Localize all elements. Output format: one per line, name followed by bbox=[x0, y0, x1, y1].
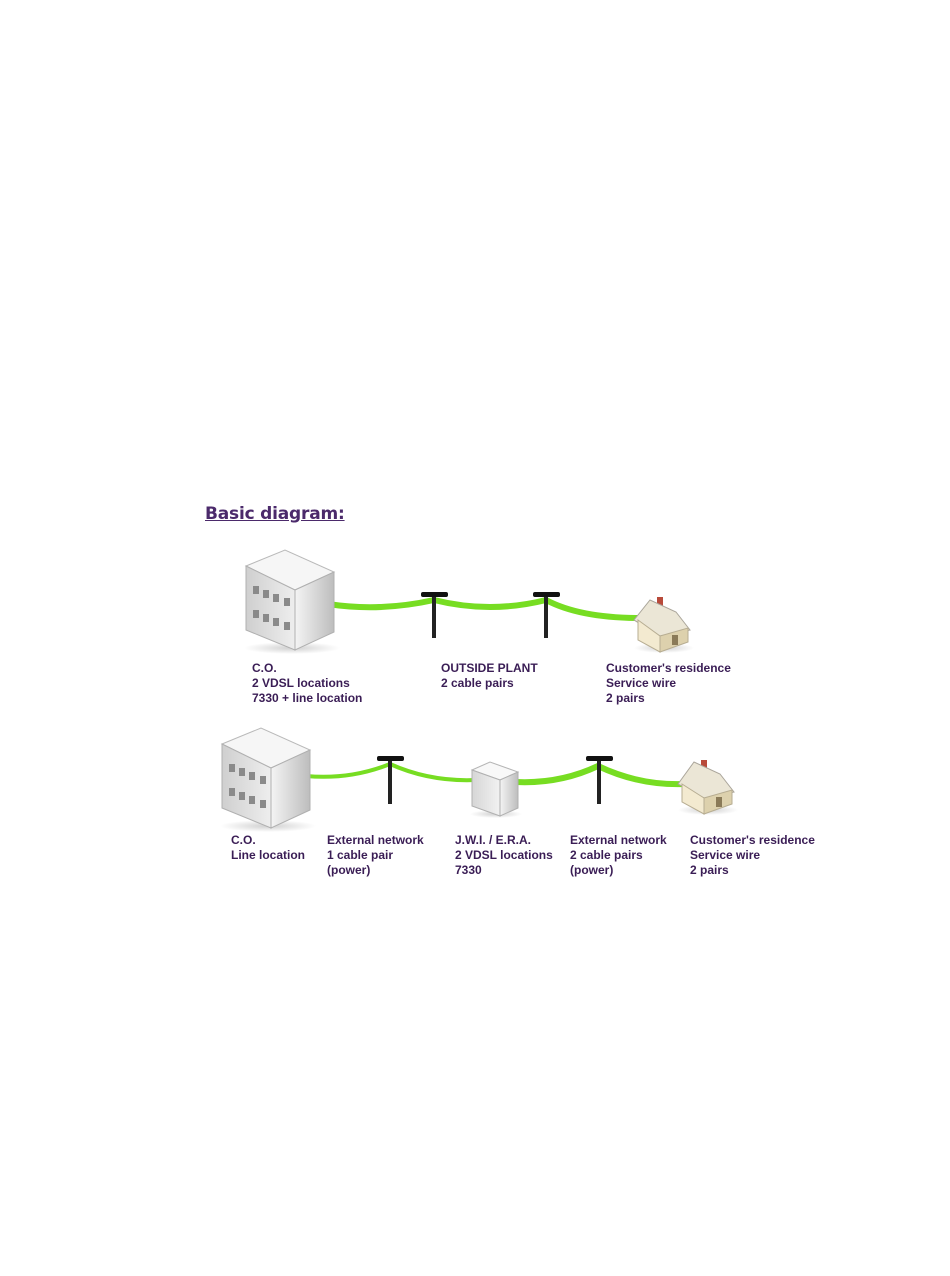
diagram-1 bbox=[244, 549, 694, 654]
utility-pole-icon bbox=[533, 592, 560, 638]
co-label-1: C.O. 2 VDSL locations 7330 + line locati… bbox=[252, 661, 363, 705]
outside-plant-label: OUTSIDE PLANT 2 cable pairs bbox=[441, 661, 538, 690]
jwi-era-label: J.W.I. / E.R.A. 2 VDSL locations 7330 bbox=[455, 833, 553, 877]
external-network-label-1: External network 1 cable pair (power) bbox=[327, 833, 424, 877]
utility-pole-icon bbox=[377, 756, 404, 804]
remote-cabinet-icon bbox=[470, 761, 522, 818]
central-office-building-icon bbox=[244, 549, 340, 654]
house-icon bbox=[677, 760, 738, 815]
co-label-2: C.O. Line location bbox=[231, 833, 306, 862]
page-title: Basic diagram: bbox=[205, 504, 345, 524]
customer-residence-label-2: Customer's residence Service wire 2 pair… bbox=[690, 833, 815, 877]
diagram-2 bbox=[220, 727, 738, 832]
customer-residence-label-1: Customer's residence Service wire 2 pair… bbox=[606, 661, 731, 705]
utility-pole-icon bbox=[421, 592, 448, 638]
central-office-building-icon bbox=[220, 727, 316, 832]
external-network-label-2: External network 2 cable pairs (power) bbox=[570, 833, 667, 877]
cable-line-1 bbox=[325, 596, 643, 621]
house-icon bbox=[633, 597, 694, 653]
utility-pole-icon bbox=[586, 756, 613, 804]
